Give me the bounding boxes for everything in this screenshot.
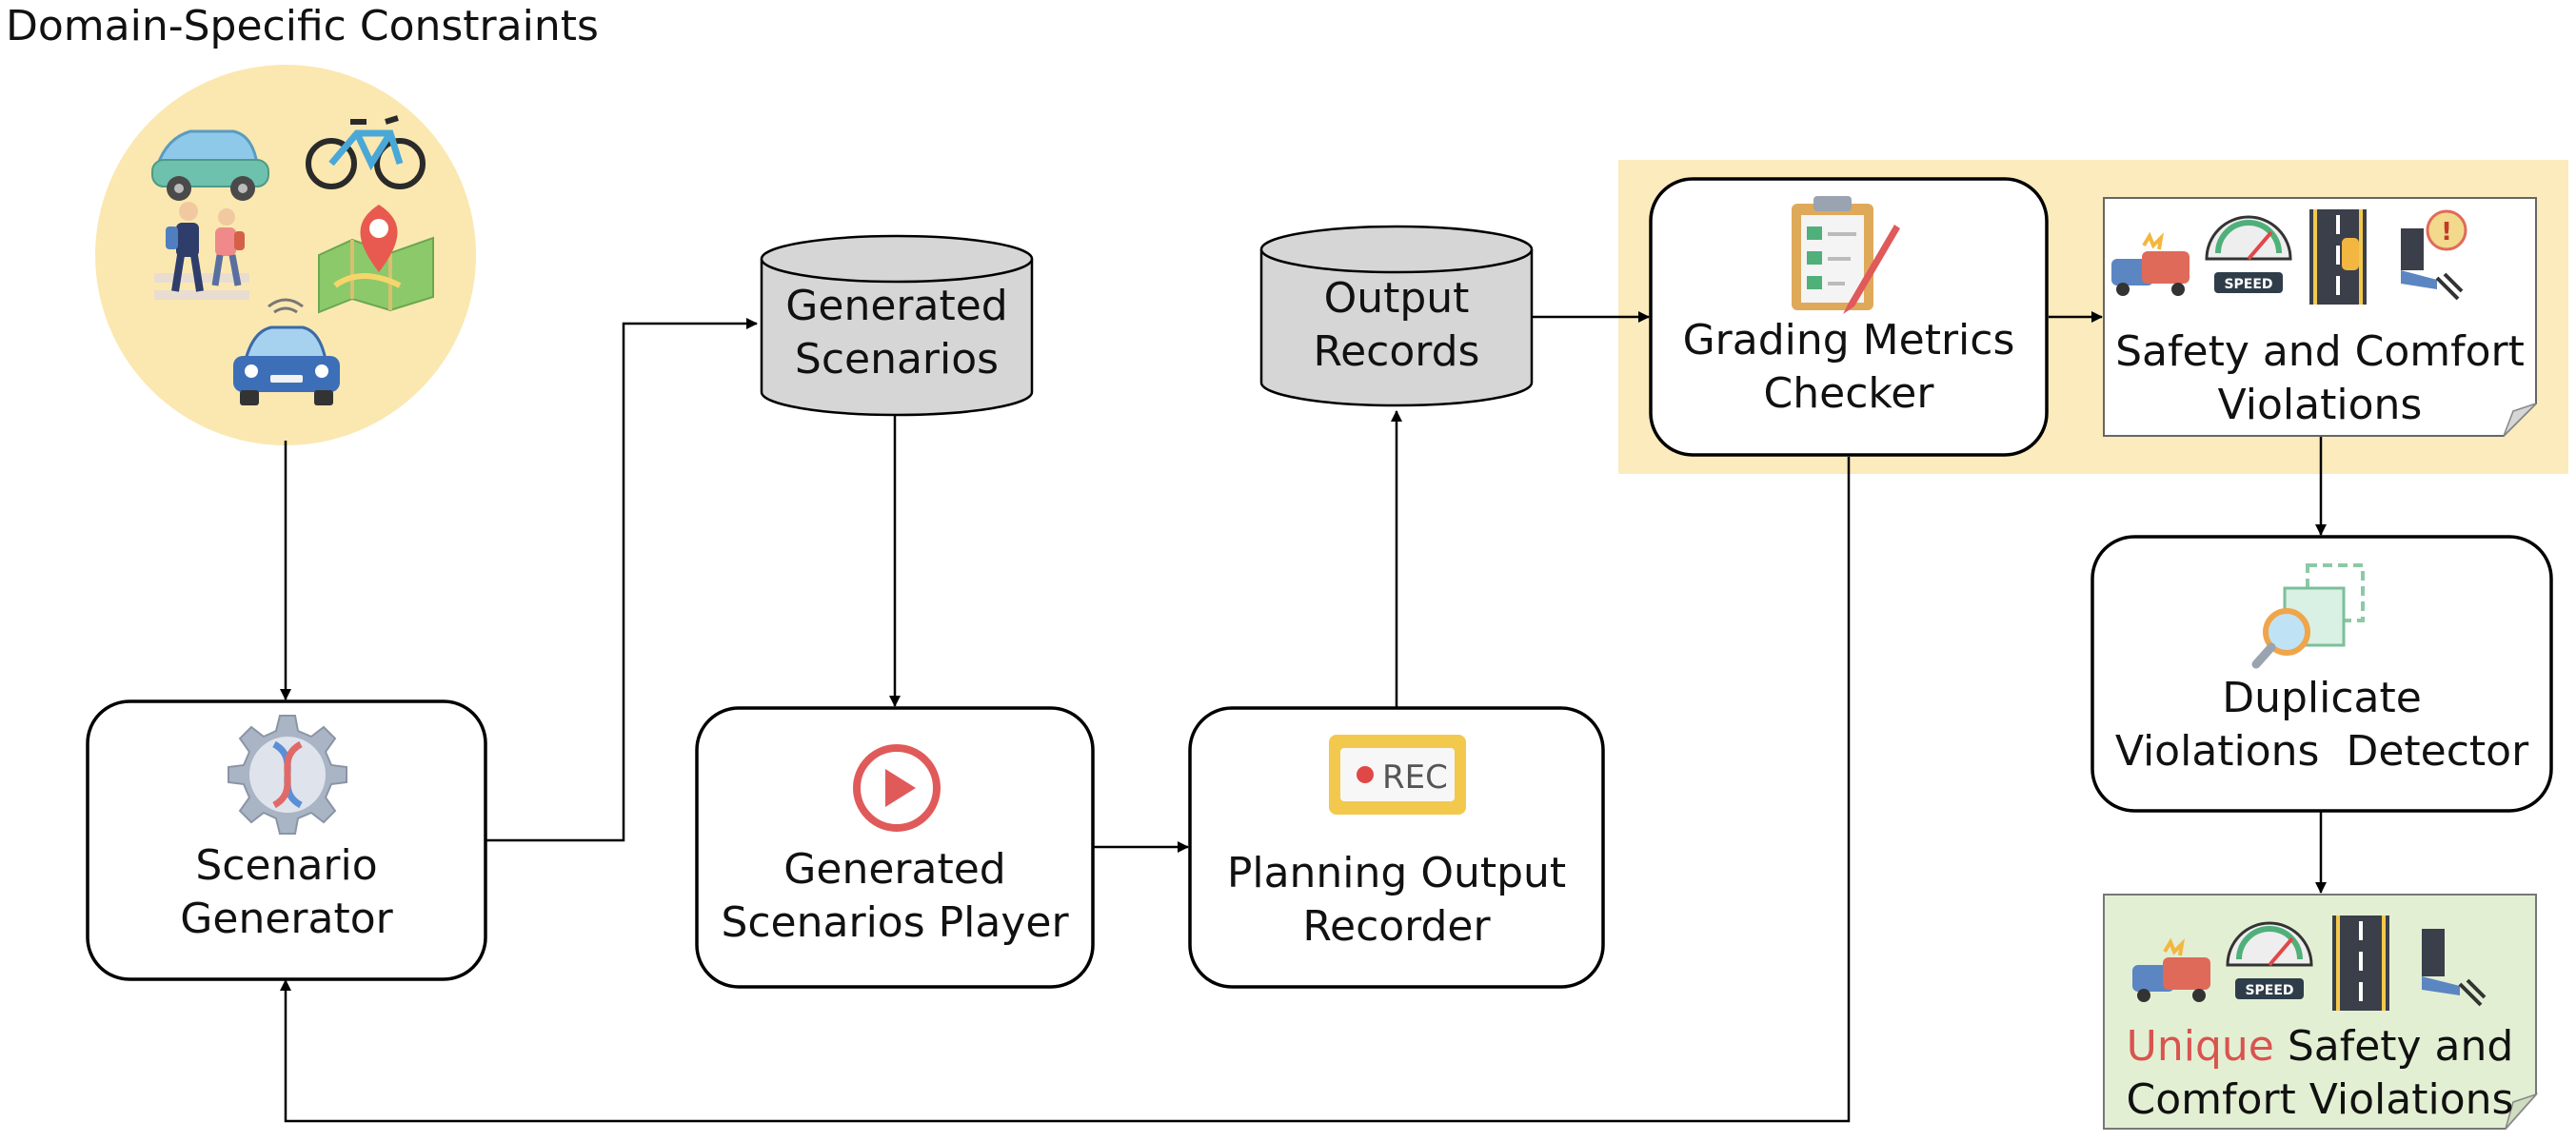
play-icon — [853, 744, 941, 832]
grading-checker-label: Grading Metrics Checker — [1682, 316, 2015, 419]
lane-icon — [2309, 209, 2367, 305]
autonomous-car-icon — [233, 298, 340, 405]
speedometer-icon: SPEED — [2205, 215, 2292, 293]
output-recorder-box — [1188, 706, 1605, 989]
svg-text:!: ! — [2441, 218, 2452, 246]
arrow-feedback-to-generator — [280, 457, 1851, 1123]
map-pin-icon — [318, 205, 434, 314]
brake-pedal-icon-2 — [2422, 929, 2487, 1007]
speedometer-icon-2: SPEED — [2226, 921, 2313, 999]
duplicate-detector-box — [2091, 535, 2553, 813]
duplicate-detector-label: Duplicate Violations Detector — [2114, 674, 2529, 777]
arrow-generator-to-scenarios — [485, 318, 758, 842]
pedestrians-icon — [154, 202, 249, 300]
violations-label: Safety and Comfort Violations — [2115, 327, 2525, 430]
generated-scenarios-db — [760, 234, 1034, 417]
grading-checker-box — [1649, 177, 2049, 457]
scenario-generator-label: Scenario Generator — [180, 841, 393, 944]
checklist-clipboard-icon — [1792, 196, 1900, 314]
car-icon — [151, 129, 269, 201]
lane-icon-2 — [2332, 916, 2389, 1011]
crash-icon — [2111, 231, 2190, 296]
bicycle-icon — [306, 115, 426, 189]
rec-icon: REC — [1329, 735, 1466, 815]
scenarios-player-box — [695, 706, 1095, 989]
scenario-generator-box — [86, 699, 487, 981]
rec-label: REC — [1382, 758, 1448, 797]
magnifier-duplicate-icon — [2251, 563, 2365, 669]
scenarios-player-label: Generated Scenarios Player — [721, 845, 1069, 948]
brake-pedal-icon: ! — [2401, 209, 2467, 301]
output-recorder-label: Planning Output Recorder — [1226, 849, 1567, 952]
unique-violations-label: Unique Safety and Comfort Violations — [2126, 1022, 2514, 1125]
crash-icon-2 — [2132, 937, 2210, 1002]
output-records-db — [1259, 225, 1534, 407]
speed-label: SPEED — [2224, 277, 2272, 292]
speed-label-2: SPEED — [2245, 983, 2293, 998]
connectors — [280, 311, 2327, 1123]
generated-scenarios-label: Generated Scenarios — [785, 282, 1008, 384]
constraints-title: Domain-Specific Constraints — [6, 2, 599, 50]
output-records-label: Output Records — [1313, 274, 1480, 377]
dna-gear-icon — [228, 715, 347, 835]
unique-highlight: Unique — [2126, 1022, 2274, 1071]
